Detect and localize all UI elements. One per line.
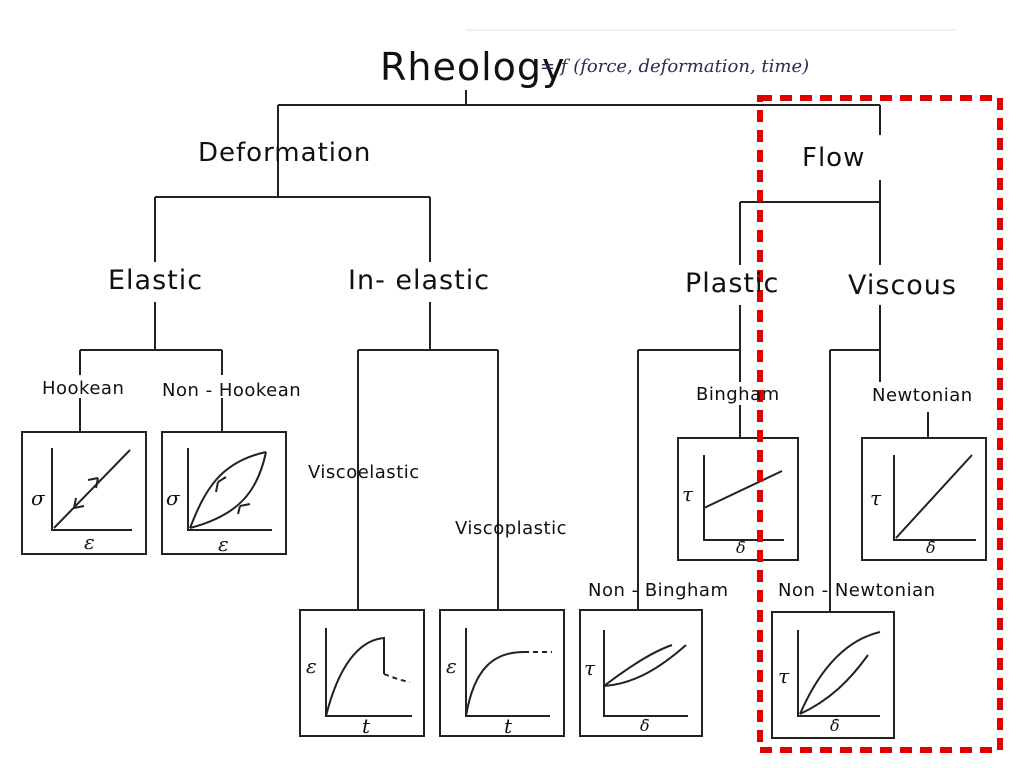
viscoplastic-curve (465, 651, 525, 717)
tree-connector (277, 90, 881, 175)
hookean-x-axis-label: ε (84, 530, 95, 554)
non-newtonian-x-axis-label: δ̇ (830, 716, 840, 735)
bingham-axes (703, 455, 784, 541)
highlight-frame (757, 95, 1003, 753)
arrow-head-icon (87, 477, 99, 489)
tree-connector (79, 302, 223, 432)
non-bingham-y-axis-label: τ (584, 656, 596, 680)
newtonian-x-axis-label: δ̇ (926, 538, 936, 557)
newtonian-line (895, 454, 973, 539)
elastic-label: Elastic (108, 265, 204, 296)
bingham-graph-box (677, 437, 799, 561)
viscoelastic-x-axis-label: t (362, 714, 371, 738)
bingham-line (703, 470, 783, 509)
viscoplastic-y-axis-label: ε (446, 654, 457, 678)
non-bingham-axes (603, 630, 688, 717)
diagram-title: Rheology (380, 45, 566, 89)
non-newtonian-axes (797, 630, 880, 717)
hookean-graph-box (21, 431, 147, 555)
non-newtonian-y-axis-label: τ (778, 664, 790, 688)
viscoplastic-x-axis-label: t (504, 714, 513, 738)
tree-connector (739, 180, 881, 265)
non-hookean-axes (187, 448, 272, 531)
non-hookean-graph-box (161, 431, 287, 555)
non-hookean-loading-curve (189, 451, 267, 529)
non-hookean-x-axis-label: ε (218, 532, 229, 556)
non-hookean-y-axis-label: σ (166, 486, 180, 510)
viscoplastic-axes (465, 628, 550, 717)
viscous-label: Viscous (848, 270, 957, 301)
non-newtonian-upper-curve (799, 631, 881, 715)
hookean-y-axis-label: σ (31, 486, 45, 510)
arrow-head-icon (73, 497, 85, 509)
hookean-curve (53, 449, 131, 529)
viscoelastic-label: Viscoelastic (308, 462, 420, 483)
non-hookean-unloading-curve (189, 451, 267, 529)
inelastic-label: In- elastic (348, 265, 491, 296)
arrow-head-icon (215, 476, 227, 493)
viscoplastic-label: Viscoplastic (455, 518, 567, 539)
non-bingham-label: Non - Bingham (588, 580, 729, 601)
viscoplastic-graph-box (439, 609, 565, 737)
viscoelastic-y-axis-label: ε (306, 654, 317, 678)
non-newtonian-graph-box (771, 611, 895, 739)
bingham-label: Bingham (696, 384, 780, 405)
arrow-head-icon (237, 503, 251, 515)
plastic-label: Plastic (685, 268, 780, 299)
newtonian-axes (893, 455, 976, 541)
hookean-axes (51, 448, 132, 531)
title-handwritten-note: = f (force, deformation, time) (540, 56, 810, 77)
viscoelastic-recovery-curve (383, 673, 411, 683)
viscoelastic-curve (325, 636, 385, 717)
bingham-y-axis-label: τ (682, 482, 694, 506)
tree-connector (637, 305, 741, 610)
tree-connector (829, 305, 929, 612)
non-bingham-upper-curve (603, 644, 673, 687)
tree-connector (357, 302, 499, 610)
deformation-label: Deformation (198, 138, 372, 168)
non-hookean-label: Non - Hookean (162, 380, 302, 401)
non-bingham-x-axis-label: δ̇ (640, 716, 650, 735)
non-bingham-graph-box (579, 609, 703, 737)
tree-connector (154, 175, 431, 262)
non-newtonian-lower-curve (799, 654, 869, 715)
newtonian-label: Newtonian (872, 385, 973, 406)
non-bingham-lower-curve (603, 644, 687, 687)
newtonian-graph-box (861, 437, 987, 561)
bingham-x-axis-label: δ̇ (736, 538, 746, 557)
viscoelastic-graph-box (299, 609, 425, 737)
hookean-label: Hookean (42, 378, 125, 399)
newtonian-y-axis-label: τ (870, 486, 882, 510)
non-newtonian-label: Non - Newtonian (778, 580, 936, 601)
flow-label: Flow (802, 143, 866, 173)
